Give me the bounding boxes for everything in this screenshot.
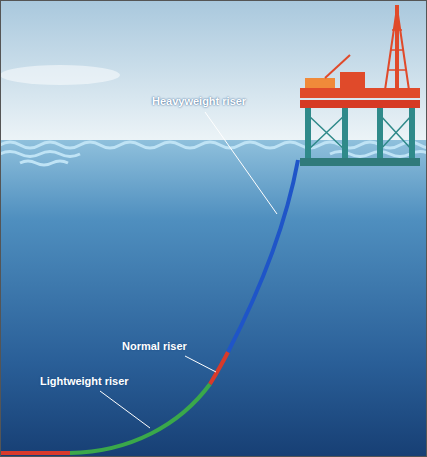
platform bbox=[300, 5, 420, 166]
sea bbox=[0, 140, 427, 457]
part-label: Heavyweight riser bbox=[152, 95, 246, 108]
riser bbox=[0, 160, 298, 453]
part-label: Normal riser bbox=[122, 340, 187, 353]
waves bbox=[0, 142, 427, 165]
cloud bbox=[0, 65, 120, 85]
part-label: Lightweight riser bbox=[40, 375, 129, 388]
